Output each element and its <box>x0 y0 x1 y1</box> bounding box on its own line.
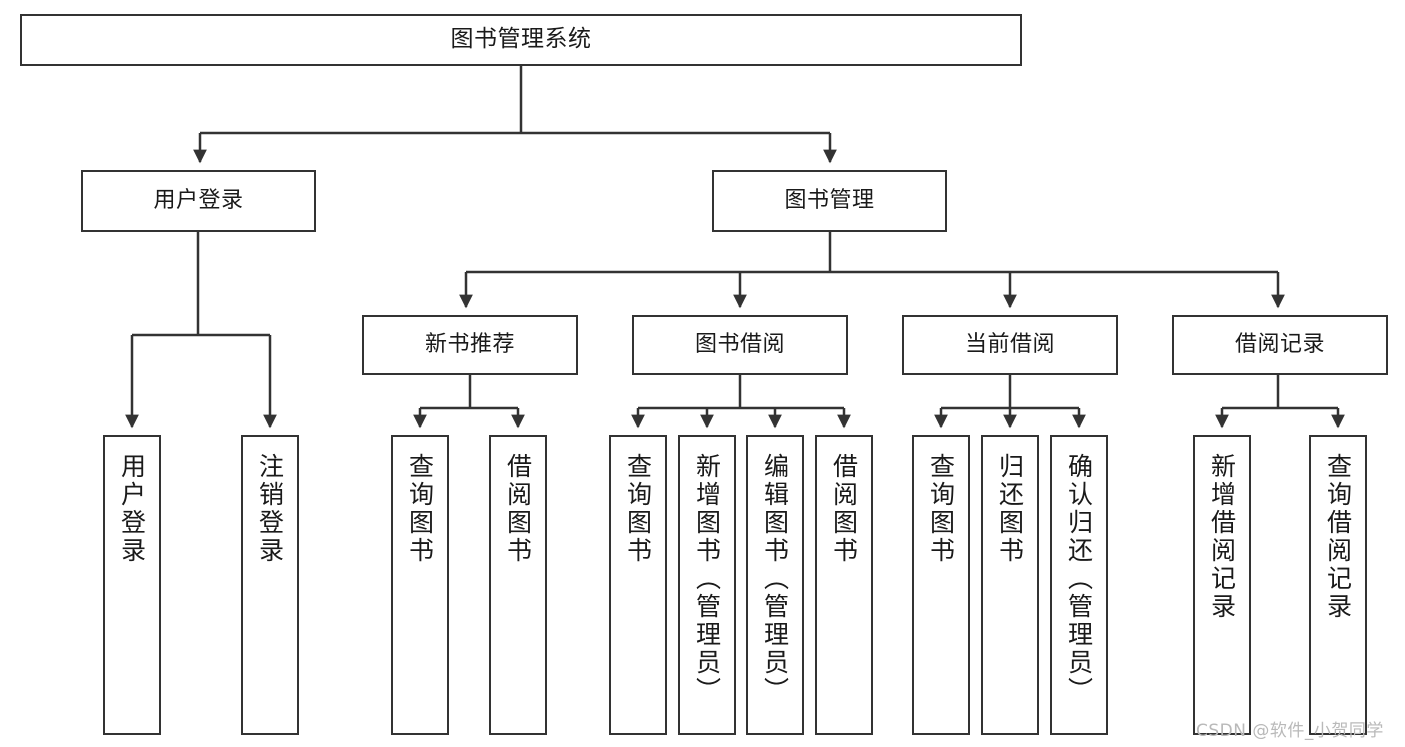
leaf-current-borrow-return-book[interactable]: 归还图书 <box>981 435 1039 735</box>
node-label: 注销登录 <box>255 453 285 565</box>
node-label: 新书推荐 <box>424 332 515 358</box>
leaf-new-book-borrow-book[interactable]: 借阅图书 <box>489 435 547 735</box>
node-new-book-recommend[interactable]: 新书推荐 <box>362 315 578 375</box>
leaf-book-borrow-edit-book-admin[interactable]: 编辑图书（管理员） <box>746 435 804 735</box>
node-current-borrow[interactable]: 当前借阅 <box>902 315 1118 375</box>
node-label: 借阅图书 <box>503 453 533 565</box>
node-label: 编辑图书（管理员） <box>760 453 790 705</box>
node-borrow-record[interactable]: 借阅记录 <box>1172 315 1388 375</box>
node-label: 查询图书 <box>405 453 435 565</box>
leaf-current-borrow-query-book[interactable]: 查询图书 <box>912 435 970 735</box>
node-label: 新增图书（管理员） <box>692 453 722 705</box>
leaf-borrow-record-query-record[interactable]: 查询借阅记录 <box>1309 435 1367 735</box>
node-label: 借阅记录 <box>1234 332 1325 358</box>
leaf-borrow-record-add-record[interactable]: 新增借阅记录 <box>1193 435 1251 735</box>
node-label: 新增借阅记录 <box>1207 453 1237 621</box>
node-label: 确认归还（管理员） <box>1064 453 1094 705</box>
node-book-borrow[interactable]: 图书借阅 <box>632 315 848 375</box>
leaf-book-borrow-borrow-book[interactable]: 借阅图书 <box>815 435 873 735</box>
node-label: 用户登录 <box>153 188 244 214</box>
node-label: 查询借阅记录 <box>1323 453 1353 621</box>
node-label: 查询图书 <box>623 453 653 565</box>
node-label: 图书管理系统 <box>450 26 592 53</box>
node-label: 用户登录 <box>117 453 147 565</box>
leaf-book-borrow-add-book-admin[interactable]: 新增图书（管理员） <box>678 435 736 735</box>
node-label: 查询图书 <box>926 453 956 565</box>
node-label: 图书管理 <box>784 188 875 214</box>
leaf-book-borrow-query-book[interactable]: 查询图书 <box>609 435 667 735</box>
csdn-watermark: CSDN @软件_小贺同学 <box>1196 721 1384 741</box>
leaf-user-login-login[interactable]: 用户登录 <box>103 435 161 735</box>
node-label: 图书借阅 <box>694 332 785 358</box>
leaf-user-login-logout[interactable]: 注销登录 <box>241 435 299 735</box>
leaf-new-book-query-book[interactable]: 查询图书 <box>391 435 449 735</box>
node-label: 借阅图书 <box>829 453 859 565</box>
node-root-book-management-system[interactable]: 图书管理系统 <box>20 14 1022 66</box>
leaf-current-borrow-confirm-return-admin[interactable]: 确认归还（管理员） <box>1050 435 1108 735</box>
node-user-login[interactable]: 用户登录 <box>81 170 316 232</box>
node-label: 当前借阅 <box>964 332 1055 358</box>
node-label: 归还图书 <box>995 453 1025 565</box>
node-book-management[interactable]: 图书管理 <box>712 170 947 232</box>
